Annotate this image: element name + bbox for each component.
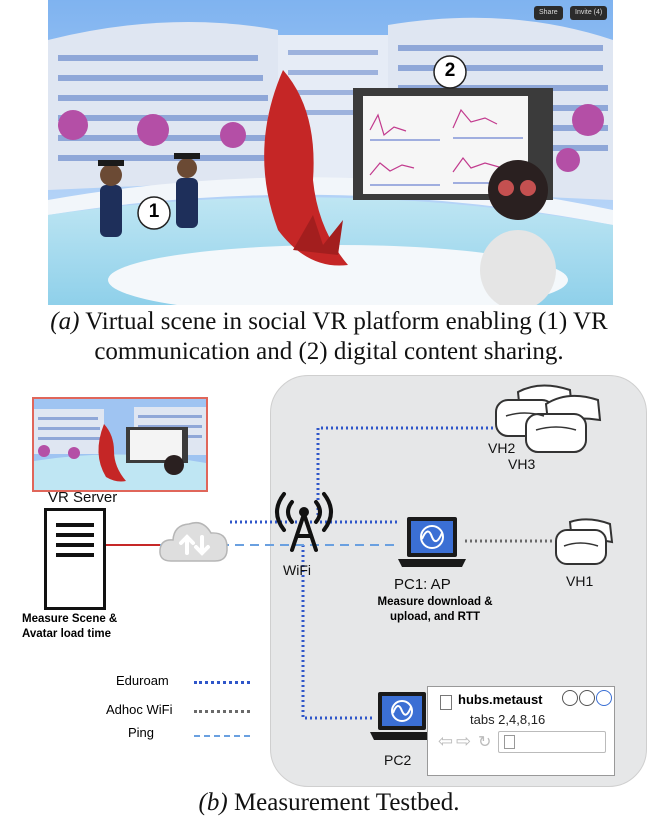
browser-tabs-text: tabs 2,4,8,16 [470, 712, 546, 727]
wifi-antenna-icon [275, 492, 333, 552]
vr-server-label: VR Server [48, 489, 118, 506]
browser-address-bar[interactable] [498, 731, 606, 753]
caption-b: (b) Measurement Testbed. [0, 788, 658, 818]
caption-a-line1: Virtual scene in social VR platform enab… [79, 308, 608, 335]
caption-b-text: Measurement Testbed. [227, 789, 460, 816]
browser-window: hubs.metaust tabs 2,4,8,16 ⇦ ⇨ ↻ [427, 686, 615, 776]
server-note: Measure Scene & Avatar load time [22, 612, 162, 642]
pc1-note: Measure download & upload, and RTT [360, 595, 510, 625]
vh2-label: VH2 [488, 440, 516, 456]
browser-address-page-icon [504, 735, 515, 749]
browser-reload-icon[interactable]: ↻ [478, 734, 492, 751]
browser-forward-icon[interactable]: ⇨ [456, 731, 472, 751]
pc1-note-line1: Measure download & [377, 596, 493, 608]
pc2-laptop-icon [370, 692, 434, 740]
server-note-line1: Measure Scene & [22, 613, 118, 625]
scene-share-button[interactable]: Share [534, 6, 563, 20]
scene-badge-1: 1 [148, 201, 160, 222]
caption-a: (a) Virtual scene in social VR platform … [0, 307, 658, 367]
caption-b-tag: (b) [198, 789, 228, 816]
server-icon [44, 508, 106, 610]
headset-vh2-vh3-icon [495, 384, 602, 453]
cloud-icon [159, 521, 228, 562]
legend-label-adhoc-wifi: Adhoc WiFi [106, 702, 173, 717]
vh1-label: VH1 [566, 573, 594, 589]
pc1-label: PC1: AP [394, 576, 451, 593]
pc1-laptop-icon [398, 517, 466, 567]
legend-label-eduroam: Eduroam [116, 673, 169, 688]
legend-line-ping [194, 735, 250, 737]
pc1-note-line2: upload, and RTT [389, 611, 481, 623]
headset-vh1-icon [555, 518, 614, 565]
vr-server-scene-thumbnail [32, 397, 208, 492]
legend-label-ping: Ping [128, 725, 155, 740]
browser-url: hubs.metaust [458, 692, 543, 707]
pc2-label: PC2 [384, 752, 412, 768]
wifi-label: WiFi [283, 562, 311, 578]
vh3-label: VH3 [508, 456, 536, 472]
browser-window-button-1[interactable] [562, 690, 578, 706]
legend: Eduroam Adhoc WiFi Ping [60, 662, 260, 762]
browser-page-icon [440, 695, 452, 710]
legend-line-eduroam [194, 681, 250, 684]
caption-a-tag: (a) [50, 308, 80, 335]
scene-invite-button[interactable]: Invite (4) [570, 6, 608, 20]
server-note-line2: Avatar load time [22, 628, 112, 640]
browser-back-icon[interactable]: ⇦ [438, 731, 454, 751]
caption-a-line2: communication and (2) digital content sh… [94, 338, 564, 365]
scene-badge-2: 2 [444, 60, 456, 81]
legend-line-adhoc-wifi [194, 710, 250, 713]
browser-window-button-3[interactable] [596, 690, 612, 706]
vr-scene-image: 1 2 Share Invite (4) [48, 0, 613, 315]
browser-window-button-2[interactable] [579, 690, 595, 706]
